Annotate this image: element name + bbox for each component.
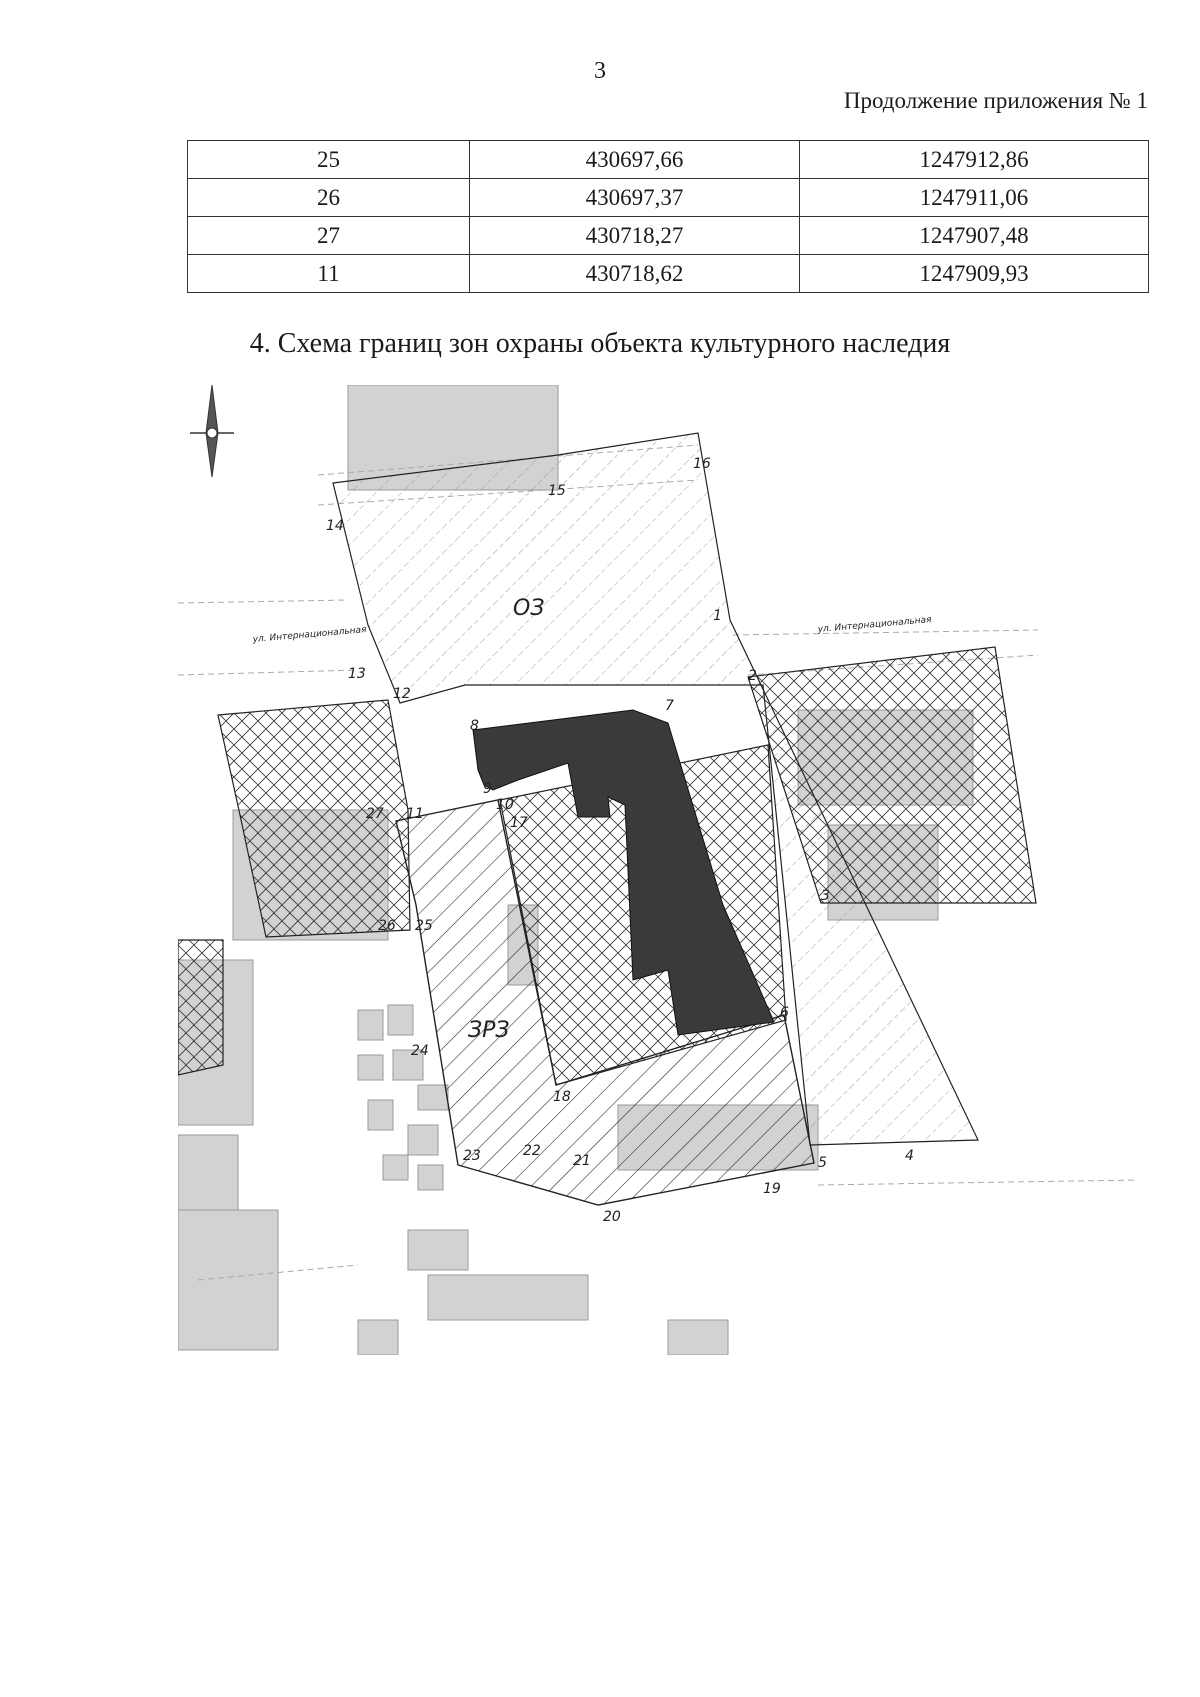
y-coordinate-cell: 1247907,48 [799, 216, 1149, 255]
point-label: 4 [905, 1148, 914, 1164]
point-label: 23 [463, 1148, 481, 1164]
x-coordinate-cell: 430697,37 [469, 178, 800, 217]
point-label: 18 [553, 1089, 571, 1105]
point-label: 26 [378, 918, 396, 934]
point-label: 6 [780, 1005, 789, 1021]
point-label: 22 [523, 1143, 541, 1159]
boundary-points: 1 2 3 4 5 6 7 8 9 10 11 12 13 14 15 16 1… [326, 456, 914, 1225]
point-label: 24 [411, 1043, 429, 1059]
zone-label-oz: ОЗ [513, 596, 544, 621]
point-number-cell: 26 [187, 178, 470, 217]
point-label: 14 [326, 518, 344, 534]
zone-map: ОЗ ЗРЗ ул. Интернациональная ул. Интерна… [178, 385, 1138, 1355]
zone-label-zrz: ЗРЗ [468, 1018, 509, 1043]
continuation-note: Продолжение приложения № 1 [843, 88, 1148, 113]
table-row: 26 430697,37 1247911,06 [187, 178, 1149, 217]
y-coordinate-cell: 1247912,86 [799, 140, 1149, 179]
point-label: 1 [713, 608, 722, 624]
point-label: 25 [415, 918, 433, 934]
x-coordinate-cell: 430697,66 [469, 140, 800, 179]
table-row: 27 430718,27 1247907,48 [187, 216, 1149, 255]
table-row: 11 430718,62 1247909,93 [187, 254, 1149, 293]
point-label: 13 [348, 666, 366, 682]
point-label: 17 [510, 815, 528, 831]
north-arrow-icon [190, 385, 234, 478]
point-number-cell: 27 [187, 216, 470, 255]
crosshatch-west-block [217, 699, 411, 938]
point-label: 19 [763, 1181, 781, 1197]
y-coordinate-cell: 1247911,06 [799, 178, 1149, 217]
regulation-zone-zrz [395, 799, 815, 1206]
point-label: 10 [496, 797, 514, 813]
crosshatch-east-block [747, 646, 1037, 904]
point-label: 2 [748, 668, 757, 684]
point-number-cell: 11 [187, 254, 470, 293]
y-coordinate-cell: 1247909,93 [799, 254, 1149, 293]
point-label: 7 [665, 698, 674, 714]
point-label: 21 [573, 1153, 591, 1169]
point-label: 16 [693, 456, 711, 472]
point-label: 5 [818, 1155, 827, 1171]
table-row: 25 430697,66 1247912,86 [187, 140, 1149, 179]
point-label: 20 [603, 1209, 621, 1225]
crosshatch-edge-block [178, 939, 224, 1076]
heritage-object [472, 709, 775, 1036]
point-label: 15 [548, 483, 566, 499]
point-label: 8 [470, 718, 479, 734]
point-label: 9 [483, 781, 492, 797]
x-coordinate-cell: 430718,62 [469, 254, 800, 293]
x-coordinate-cell: 430718,27 [469, 216, 800, 255]
point-label: 11 [406, 806, 424, 822]
point-number-cell: 25 [187, 140, 470, 179]
section-title: 4. Схема границ зон охраны объекта культ… [249, 328, 951, 359]
street-label: ул. Интернациональная [251, 625, 367, 645]
point-label: 3 [821, 888, 830, 904]
coordinates-table: 25 430697,66 1247912,86 26 430697,37 124… [187, 140, 1149, 293]
page-number: 3 [594, 58, 606, 84]
point-label: 12 [393, 686, 411, 702]
point-label: 27 [366, 806, 384, 822]
